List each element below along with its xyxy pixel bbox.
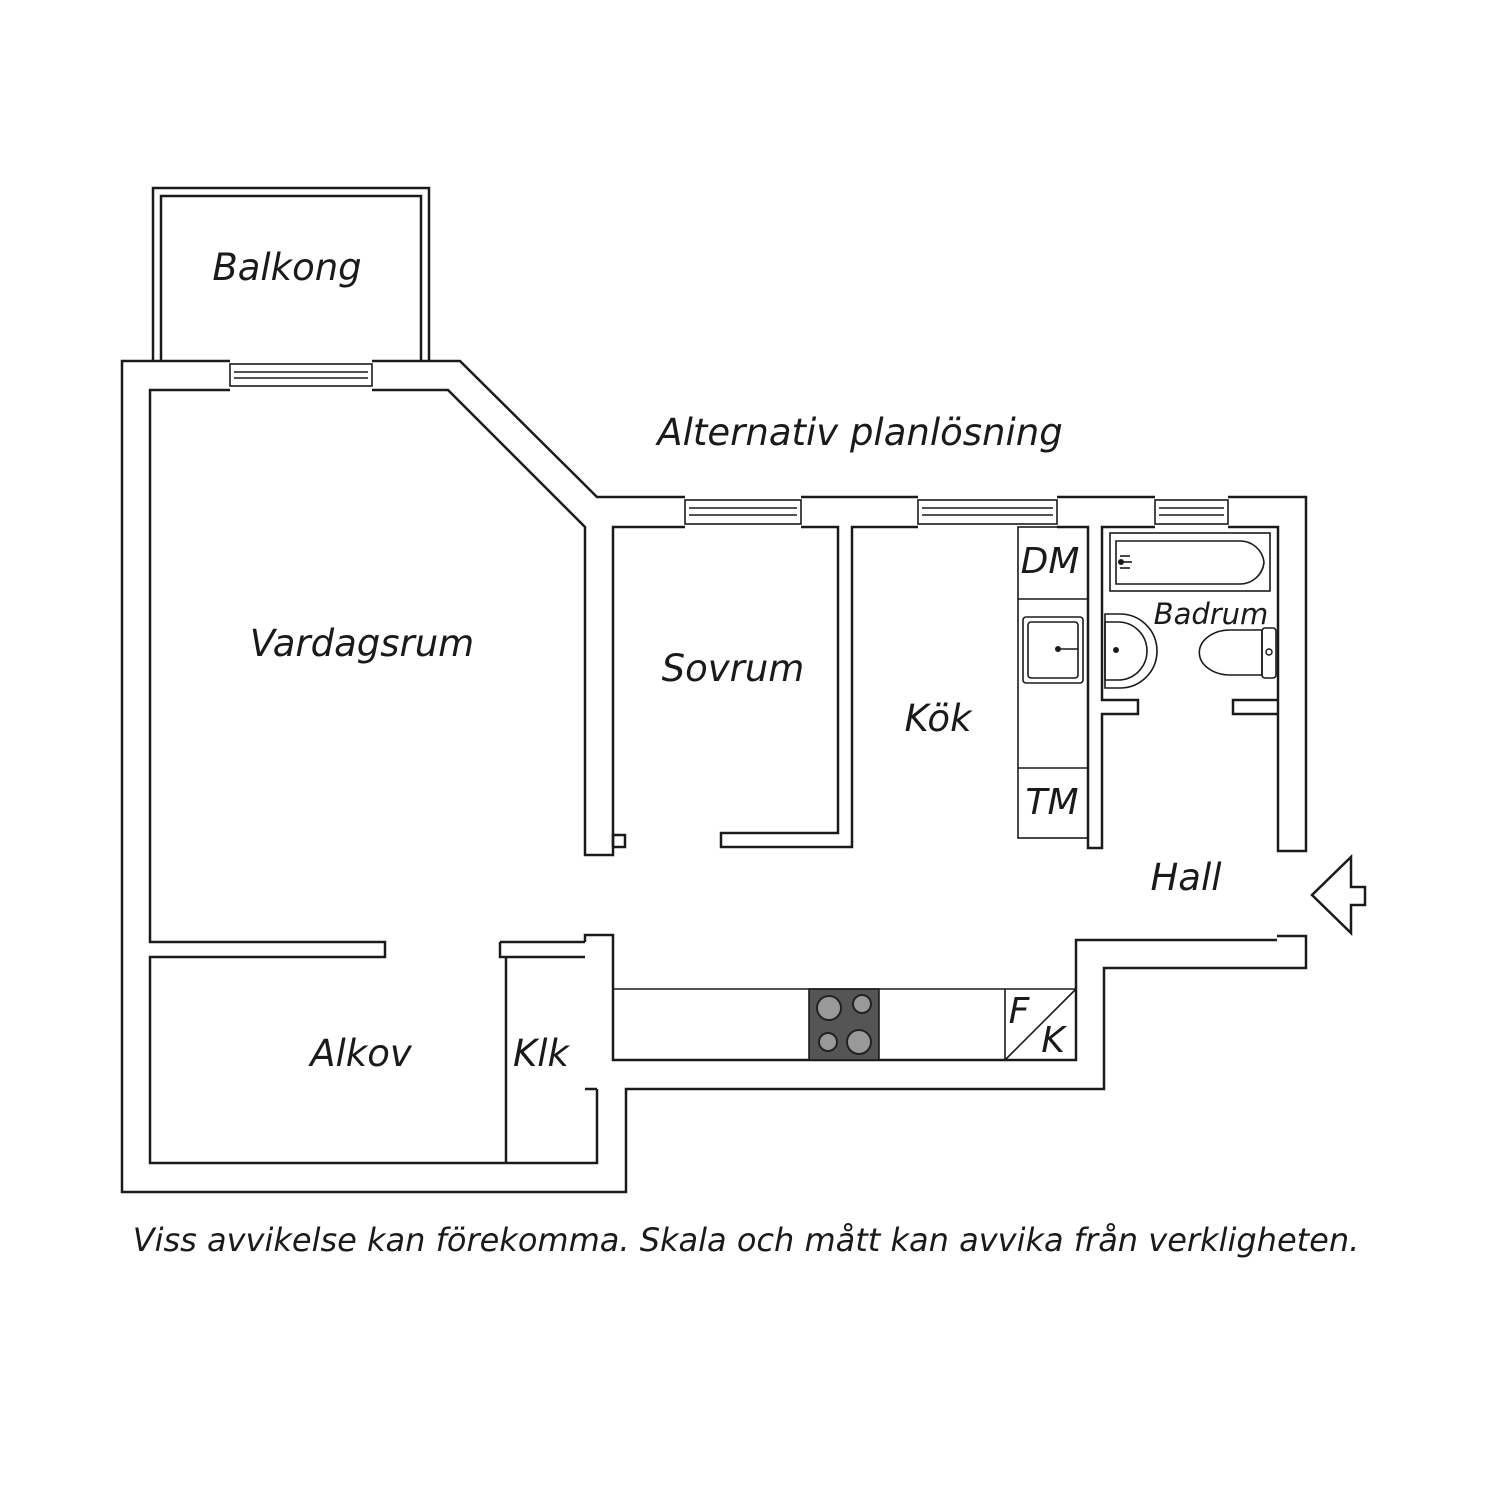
room-label-alkov: Alkov (308, 1032, 413, 1075)
fixture-label-f: F (1009, 991, 1031, 1032)
kitchen-cabinet-column (1017, 526, 1089, 839)
window-bathroom (1154, 499, 1229, 525)
fixture-label-tm: TM (1025, 782, 1078, 823)
sink-icon (1022, 616, 1084, 684)
room-label-sovrum: Sovrum (662, 647, 805, 690)
room-label-klk: Klk (513, 1032, 571, 1075)
room-label-balkong: Balkong (212, 246, 361, 289)
window-living (229, 363, 373, 387)
room-label-vardagsrum: Vardagsrum (250, 622, 474, 665)
entrance-arrow-icon (1310, 854, 1367, 936)
room-label-hall: Hall (1150, 856, 1222, 899)
washbasin-icon (1104, 613, 1158, 689)
windows (229, 363, 1229, 525)
window-kitchen (917, 499, 1058, 525)
room-label-badrum: Badrum (1154, 597, 1269, 631)
bathtub-icon (1109, 532, 1271, 592)
plan-title: Alternativ planlösning (655, 411, 1062, 454)
room-label-kok: Kök (904, 697, 973, 740)
window-bedroom (684, 499, 802, 525)
fixture-label-dm: DM (1021, 541, 1080, 582)
kitchen-counter (613, 988, 1077, 1061)
disclaimer-text: Viss avvikelse kan förekomma. Skala och … (133, 1221, 1360, 1259)
outer-walls (120, 359, 1308, 1194)
fixture-label-k: K (1041, 1020, 1067, 1061)
balcony (151, 186, 431, 360)
toilet-icon (1198, 627, 1277, 679)
